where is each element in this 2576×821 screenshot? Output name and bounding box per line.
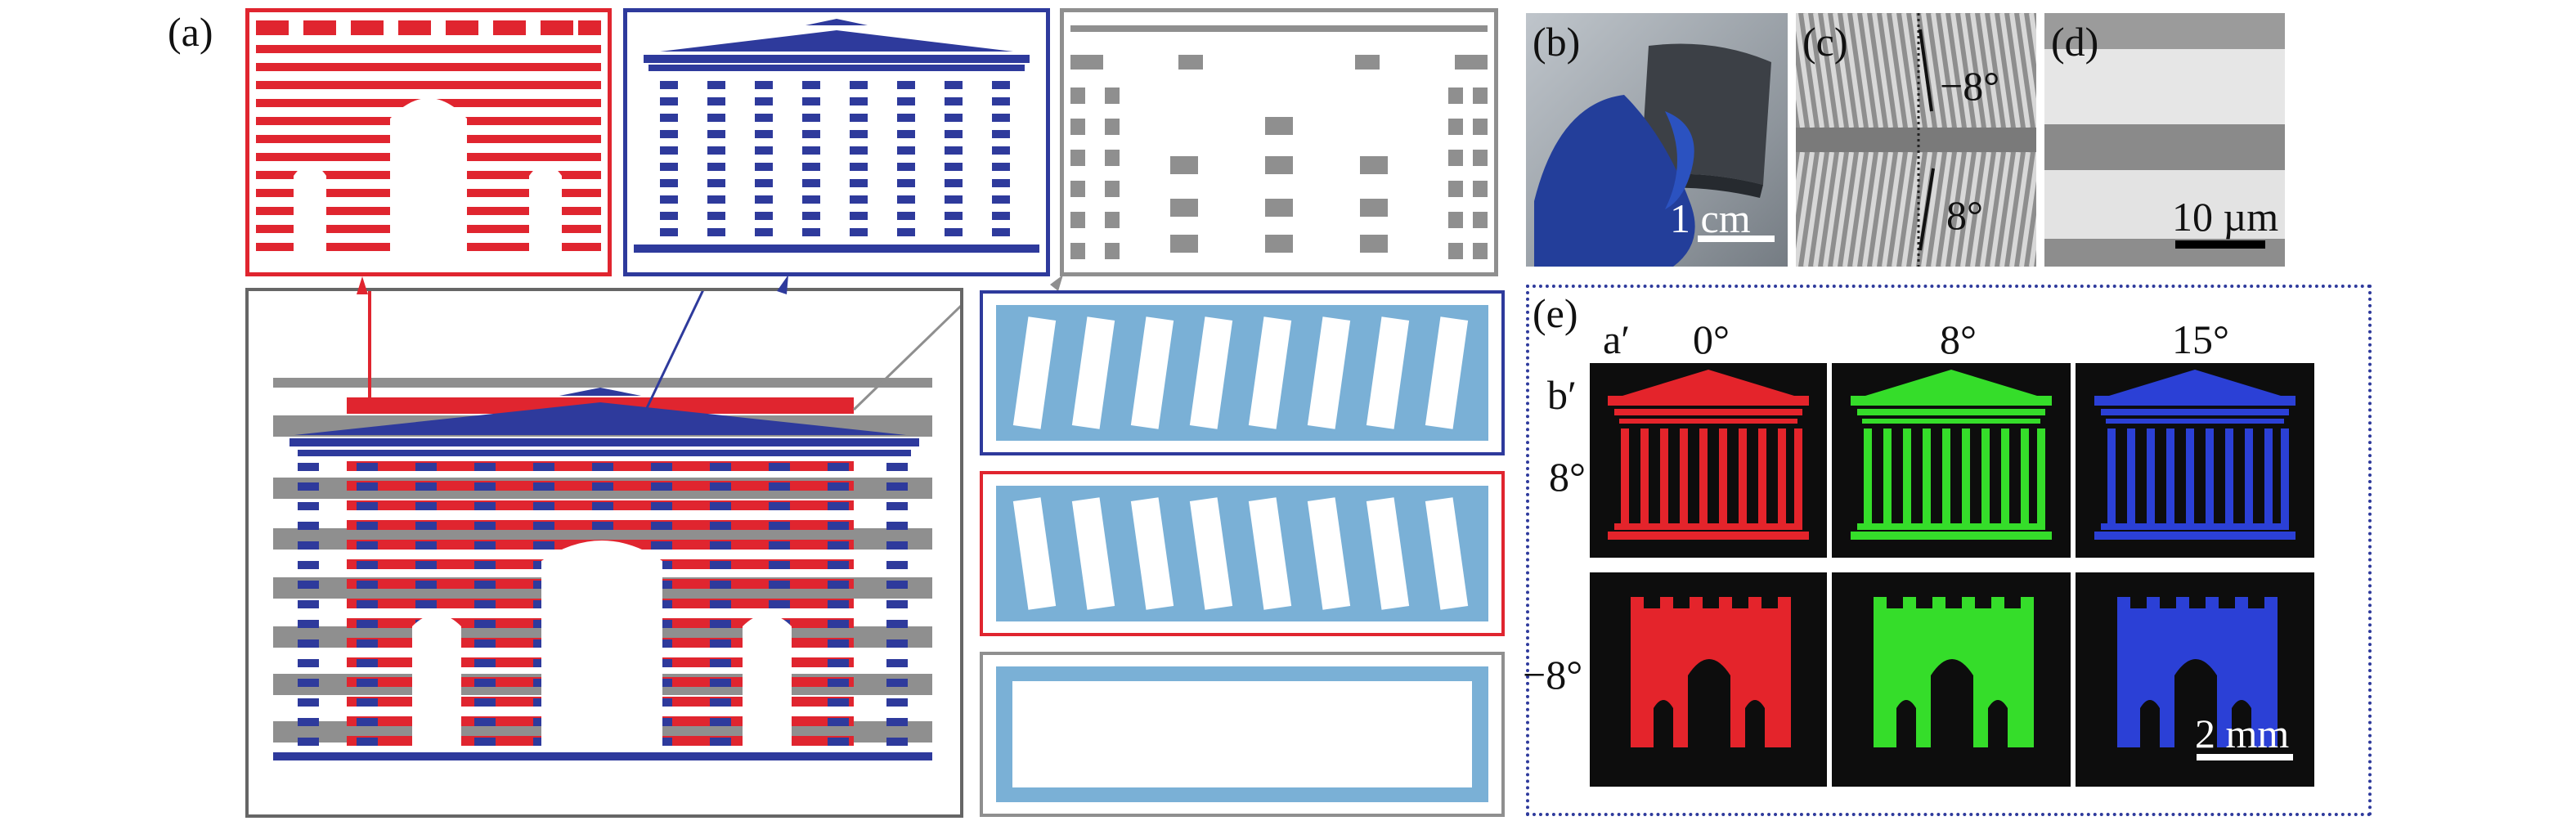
temple-image-green [1832, 363, 2071, 558]
gate-image-green [1832, 572, 2071, 787]
combined-building-pattern [245, 288, 963, 818]
gate-image-blue: 2 mm [2076, 572, 2314, 787]
panel-label-c: (c) [1802, 19, 1848, 65]
angle-label-plus8: 8° [1946, 192, 1983, 238]
panel-label-a: (a) [168, 9, 213, 55]
temple-image-blue [2076, 363, 2314, 558]
corner-label-b-prime: b′ [1547, 372, 1577, 418]
panel-label-b: (b) [1533, 19, 1581, 65]
panel-label-d: (d) [2051, 19, 2099, 65]
sem-stripes-photo: (d) 10 µm [2044, 13, 2285, 267]
column-label-0deg: 0° [1693, 316, 1730, 362]
panel-label-e: (e) [1533, 290, 1578, 336]
scale-bar-2mm [2197, 754, 2293, 760]
blue-temple-pattern-inset [623, 8, 1050, 276]
scale-label-10um: 10 µm [2172, 194, 2279, 240]
grating-red-tilted [980, 471, 1505, 636]
temple-image-red [1590, 363, 1827, 558]
grating-gray-empty [980, 652, 1505, 817]
gray-pattern-inset [1060, 8, 1498, 276]
row-label-8deg: 8° [1549, 454, 1586, 500]
corner-label-a-prime: a′ [1603, 316, 1631, 362]
flexible-film-photo: (b) 1 cm [1526, 13, 1788, 267]
gate-image-red [1590, 572, 1827, 787]
column-label-8deg: 8° [1940, 316, 1977, 362]
scale-label-1cm: 1 cm [1670, 195, 1751, 241]
row-label-minus8deg: −8° [1523, 652, 1583, 698]
column-label-15deg: 15° [2172, 316, 2229, 362]
grating-blue-tilted [980, 290, 1505, 455]
red-gate-pattern-inset [245, 8, 612, 276]
angle-label-minus8: −8° [1940, 63, 2000, 109]
sem-grating-tilt-photo: (c) −8° 8° [1796, 13, 2036, 267]
scale-label-2mm: 2 mm [2195, 711, 2290, 756]
